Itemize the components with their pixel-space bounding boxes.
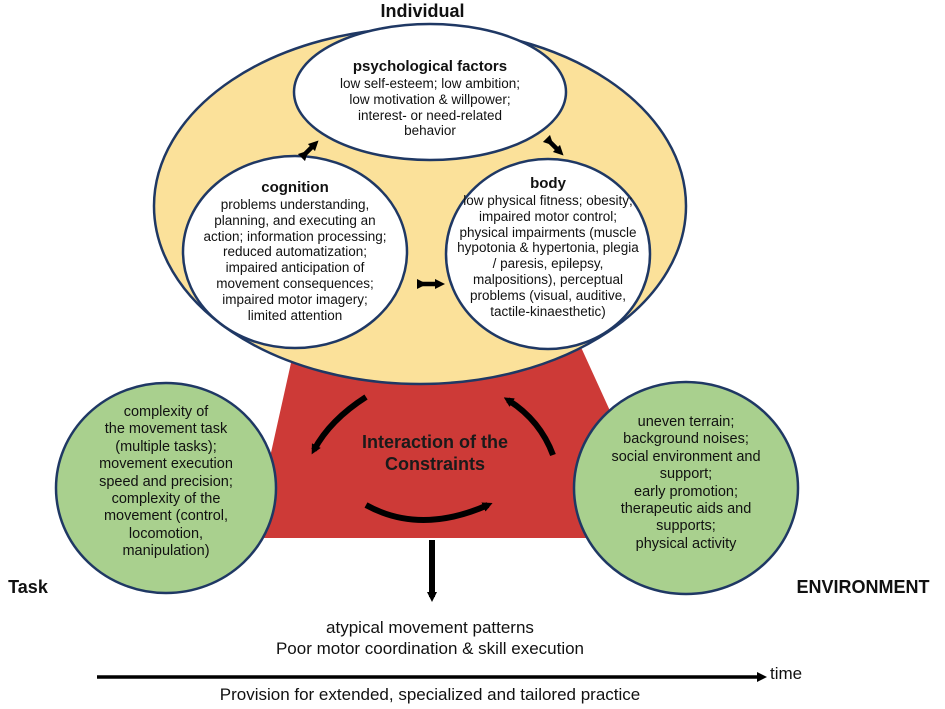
body-line: low physical fitness; obesity; — [463, 192, 633, 208]
body-title: body — [530, 175, 566, 192]
outcome-line: Poor motor coordination & skill executio… — [275, 639, 585, 659]
cognition-line: limited attention — [247, 308, 343, 324]
psych-body-arrow — [542, 134, 564, 156]
psychological-text: psychological factors low self-esteem; l… — [310, 58, 550, 139]
environment-line: support; — [659, 466, 713, 483]
task-line: speed and precision; — [99, 473, 233, 490]
body-line: impaired motor control; — [478, 208, 618, 224]
cognition-text: cognition problems understanding, planni… — [182, 179, 408, 324]
interaction-arrow-bottom — [364, 502, 493, 523]
psychological-line: behavior — [404, 123, 456, 139]
cognition-title: cognition — [261, 179, 329, 196]
body-text: body low physical fitness; obesity; impa… — [448, 175, 648, 320]
cognition-line: movement consequences; — [216, 276, 374, 292]
interaction-line: Constraints — [384, 453, 485, 474]
outcome-line: atypical movement patterns — [326, 618, 534, 637]
psychological-line: interest- or need-related — [357, 107, 503, 123]
environment-line: uneven terrain; — [637, 414, 735, 430]
cognition-line: reduced automatization; — [222, 244, 368, 260]
task-text: complexity of the movement task (multipl… — [66, 404, 266, 561]
task-line: the movement task — [104, 421, 228, 438]
body-line: physical impairments (muscle — [459, 224, 637, 240]
outcome-text: atypical movement patterns Poor motor co… — [200, 617, 660, 660]
interaction-line: Interaction of the — [361, 432, 508, 452]
task-line: manipulation) — [122, 543, 210, 560]
environment-label: ENVIRONMENT — [796, 577, 930, 597]
task-line: (multiple tasks); — [115, 438, 217, 455]
psych-cognition-arrow — [297, 140, 319, 162]
task-line: locomotion, — [128, 525, 204, 542]
interaction-title: Interaction of the Constraints — [325, 432, 545, 475]
psychological-line: low self-esteem; low ambition; — [339, 75, 521, 91]
body-ellipse — [444, 157, 652, 351]
task-line: complexity of the — [111, 490, 221, 507]
task-line: complexity of — [123, 404, 209, 420]
cognition-line: impaired anticipation of — [225, 260, 365, 276]
body-line: malpositions), perceptual — [472, 272, 624, 288]
environment-line: physical activity — [635, 535, 737, 552]
psychological-line: low motivation & willpower; — [349, 91, 511, 107]
task-label: Task — [8, 577, 48, 597]
psychological-ellipse — [292, 22, 568, 162]
time-label: time — [770, 664, 803, 683]
environment-line: therapeutic aids and — [620, 500, 752, 517]
body-line: tactile-kinaesthetic) — [490, 304, 606, 320]
task-line: movement execution — [99, 456, 233, 473]
interaction-arrow-left — [311, 394, 368, 455]
individual-label: Individual — [380, 1, 465, 21]
environment-line: supports; — [656, 518, 716, 535]
environment-line: background noises; — [623, 431, 749, 448]
environment-line: early promotion; — [634, 483, 738, 500]
task-circle — [54, 381, 278, 595]
environment-line: social environment and — [611, 448, 761, 465]
cognition-line: planning, and executing an — [214, 212, 376, 228]
cognition-line: action; information processing; — [203, 228, 387, 244]
task-line: movement (control, — [103, 508, 229, 525]
practice-caption: Provision for extended, specialized and … — [219, 685, 641, 704]
psychological-title: psychological factors — [352, 58, 508, 75]
environment-text: uneven terrain; background noises; socia… — [586, 414, 786, 553]
body-line: problems (visual, auditive, — [469, 288, 627, 304]
cognition-line: impaired motor imagery; — [222, 292, 368, 308]
body-line: hypotonia & hypertonia, plegia — [457, 240, 639, 256]
environment-circle — [572, 380, 800, 596]
body-line: / paresis, epilepsy, — [492, 256, 604, 272]
interaction-area — [252, 345, 668, 538]
interaction-arrow-right — [503, 397, 556, 457]
cognition-line: problems understanding, — [220, 196, 370, 212]
cognition-ellipse — [181, 154, 409, 350]
